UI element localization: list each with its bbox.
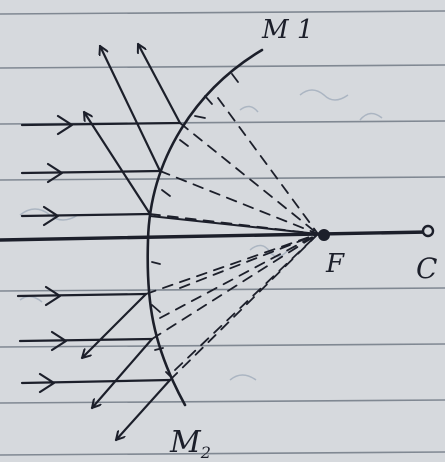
reflected-ray (84, 112, 152, 216)
label-mirror-top: M 1 (261, 15, 313, 45)
rule-line (0, 399, 445, 404)
incident-arrowheads (38, 114, 74, 394)
virtual-ray (159, 170, 319, 235)
incident-rays (16, 121, 182, 385)
virtual-ray (159, 233, 319, 319)
reflected-rays (82, 44, 182, 440)
right-arrow-icon (42, 205, 60, 227)
incident-ray (20, 378, 172, 385)
virtual-ray (179, 233, 319, 289)
rule-line (0, 64, 445, 69)
rule-line (0, 287, 445, 292)
label-focus: F (325, 249, 345, 279)
notebook-lines (0, 10, 445, 456)
incident-ray (20, 212, 152, 218)
right-arrow-icon (50, 330, 68, 352)
rule-line (0, 176, 445, 181)
incident-ray (16, 292, 148, 298)
virtual-ray (145, 233, 319, 295)
principal-axis (0, 230, 430, 242)
focus-point (318, 229, 330, 241)
ray-to-focus (149, 215, 319, 235)
virtual-ray (179, 122, 319, 235)
reflected-ray (138, 44, 182, 125)
incident-ray (18, 337, 154, 343)
mirror-hatching (151, 73, 239, 379)
label-mirror-bottom: M2 (169, 425, 211, 462)
rule-line (0, 10, 445, 15)
right-arrow-icon (44, 285, 62, 307)
label-mirror-bottom-sub: 2 (200, 443, 211, 462)
reflected-ray (92, 337, 154, 408)
virtual-ray (174, 233, 319, 371)
center-point (421, 224, 435, 238)
rule-line (0, 451, 445, 456)
reflected-ray (82, 292, 148, 358)
right-arrow-icon (46, 162, 64, 184)
reflected-ray (100, 46, 162, 173)
incident-ray (20, 169, 162, 175)
right-arrow-icon (56, 114, 74, 136)
right-arrow-icon (38, 372, 56, 394)
virtual-ray (151, 233, 319, 340)
incident-ray (20, 121, 182, 127)
virtual-rays (145, 97, 319, 381)
label-center: C (416, 252, 437, 285)
virtual-ray (217, 97, 319, 235)
label-mirror-bottom-main: M (169, 425, 202, 460)
rule-line (0, 343, 445, 348)
virtual-ray (149, 213, 319, 235)
reflected-ray (116, 378, 172, 440)
